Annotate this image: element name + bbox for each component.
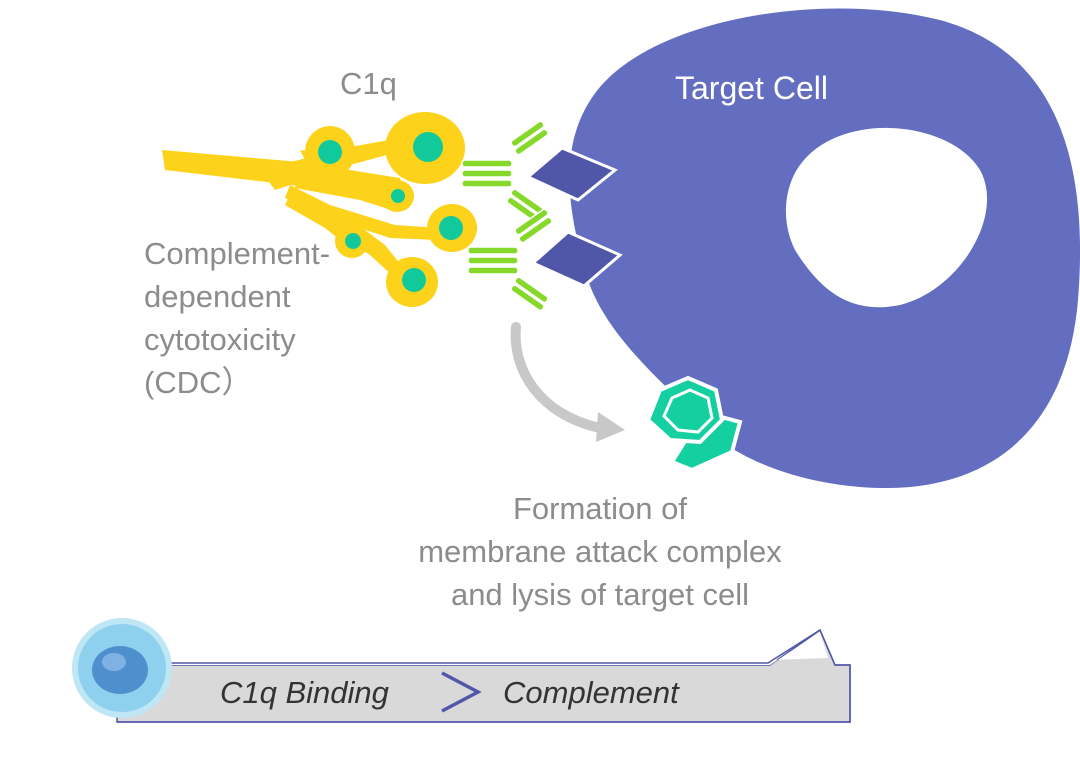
target-cell-label: Target Cell xyxy=(675,70,828,106)
cell-nucleus xyxy=(785,127,988,308)
cdc-label: Complement- dependent cytotoxicity (CDC） xyxy=(144,236,331,400)
cell-icon xyxy=(72,618,172,718)
arrow-head xyxy=(596,412,625,442)
step-banner xyxy=(116,628,851,723)
c1q-head-cores xyxy=(318,132,463,292)
chevron-right-icon xyxy=(441,671,482,713)
mac-label: Formation of membrane attack complex and… xyxy=(418,491,782,612)
c1q-label: C1q xyxy=(340,66,397,101)
antibody-lower xyxy=(467,208,553,312)
process-arrow xyxy=(510,322,605,433)
antibody-upper xyxy=(461,120,549,224)
antigen-upper xyxy=(525,146,618,202)
antigen-lower xyxy=(530,230,623,288)
banner-step-complement: Complement xyxy=(503,675,679,710)
membrane-attack-complex xyxy=(645,375,743,473)
banner-step-c1q-binding: C1q Binding xyxy=(220,675,389,710)
